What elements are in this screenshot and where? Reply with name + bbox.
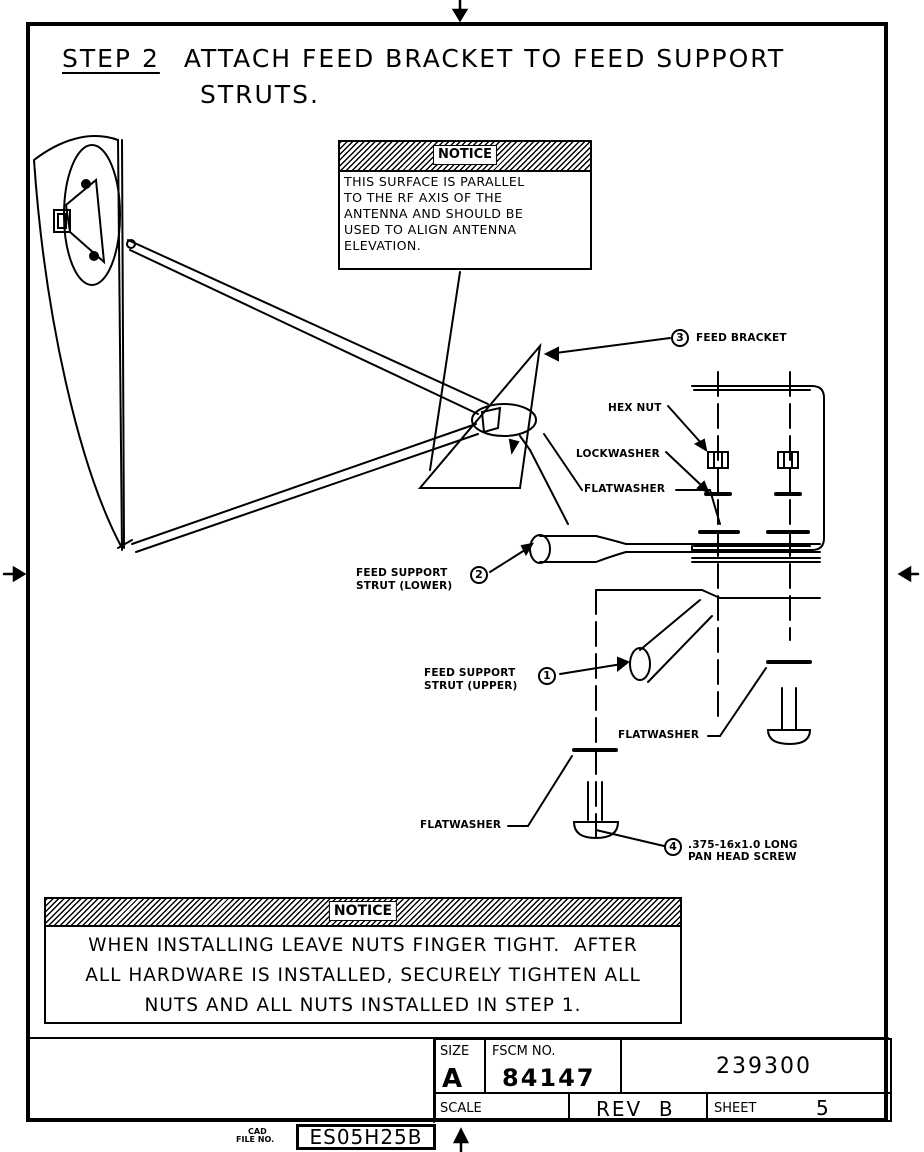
callout-strut-upper-line2: STRUT (UPPER) [424, 680, 518, 692]
reflector [33, 135, 133, 551]
revision: REV B [596, 1097, 675, 1121]
step-heading: STEP 2 ATTACH FEED BRACKET TO FEED SUPPO… [62, 44, 785, 73]
notice-hatch-band: NOTICE [46, 899, 680, 927]
size-cell: SIZE A [434, 1038, 486, 1094]
step-instruction-line2: STRUTS. [200, 80, 320, 109]
sheet-number: 5 [816, 1096, 829, 1120]
callout-number: 3 [671, 329, 689, 347]
notice-text: WHEN INSTALLING LEAVE NUTS FINGER TIGHT.… [85, 935, 641, 1016]
callout-flatwasher-left: FLATWASHER [420, 819, 502, 831]
callout-number: 1 [538, 667, 556, 685]
fscm-value: 84147 [502, 1064, 596, 1092]
fscm-label: FSCM NO. [492, 1044, 556, 1059]
callout-strut-lower-line2: STRUT (LOWER) [356, 580, 453, 592]
scale-label: SCALE [440, 1101, 482, 1116]
callout-lockwasher: LOCKWASHER [576, 448, 660, 460]
bracket-detail [529, 371, 825, 847]
step-number: STEP 2 [62, 44, 160, 73]
notice-tag: NOTICE [432, 145, 498, 165]
drawing-number-cell: 239300 [620, 1038, 892, 1094]
cad-label: CAD [248, 1127, 267, 1136]
sheet-cell: SHEET 5 [706, 1092, 892, 1122]
sheet-label: SHEET [714, 1101, 757, 1116]
callout-number: 4 [664, 838, 682, 856]
callout-strut-upper-line1: FEED SUPPORT [424, 667, 516, 679]
callout-flatwasher-top: FLATWASHER [584, 483, 666, 495]
scale-cell: SCALE [434, 1092, 570, 1122]
callout-hex-nut: HEX NUT [608, 402, 662, 414]
rev-cell: REV B [568, 1092, 708, 1122]
notice-text: THIS SURFACE IS PARALLEL TO THE RF AXIS … [344, 174, 525, 253]
notice-tightening: NOTICE WHEN INSTALLING LEAVE NUTS FINGER… [44, 897, 682, 1024]
title-block: SIZE A FSCM NO. 84147 239300 SCALE REV B… [434, 1038, 892, 1122]
fscm-cell: FSCM NO. 84147 [484, 1038, 622, 1094]
callout-feed-bracket: FEED BRACKET [696, 332, 787, 344]
cad-file-number: ES05H25B [296, 1124, 436, 1150]
leaders [489, 337, 767, 847]
drawing-number: 239300 [716, 1054, 812, 1079]
callout-screw-line1: .375-16x1.0 LONG [688, 839, 798, 851]
size-value: A [442, 1064, 463, 1094]
callout-screw-line2: PAN HEAD SCREW [688, 851, 797, 863]
callout-strut-lower-line1: FEED SUPPORT [356, 567, 448, 579]
callout-flatwasher-right: FLATWASHER [618, 729, 700, 741]
notice-surface-alignment: NOTICE THIS SURFACE IS PARALLEL TO THE R… [338, 140, 592, 270]
notice-hatch-band: NOTICE [340, 142, 590, 172]
cad-file-label: CAD FILE NO. [236, 1128, 274, 1144]
callout-number: 2 [470, 566, 488, 584]
struts [126, 239, 537, 553]
notice-tag: NOTICE [328, 901, 398, 921]
feed-bracket-surface [417, 271, 542, 489]
size-label: SIZE [440, 1044, 470, 1059]
file-no-label: FILE NO. [236, 1135, 275, 1144]
step-instruction-line1: ATTACH FEED BRACKET TO FEED SUPPORT [183, 44, 786, 73]
